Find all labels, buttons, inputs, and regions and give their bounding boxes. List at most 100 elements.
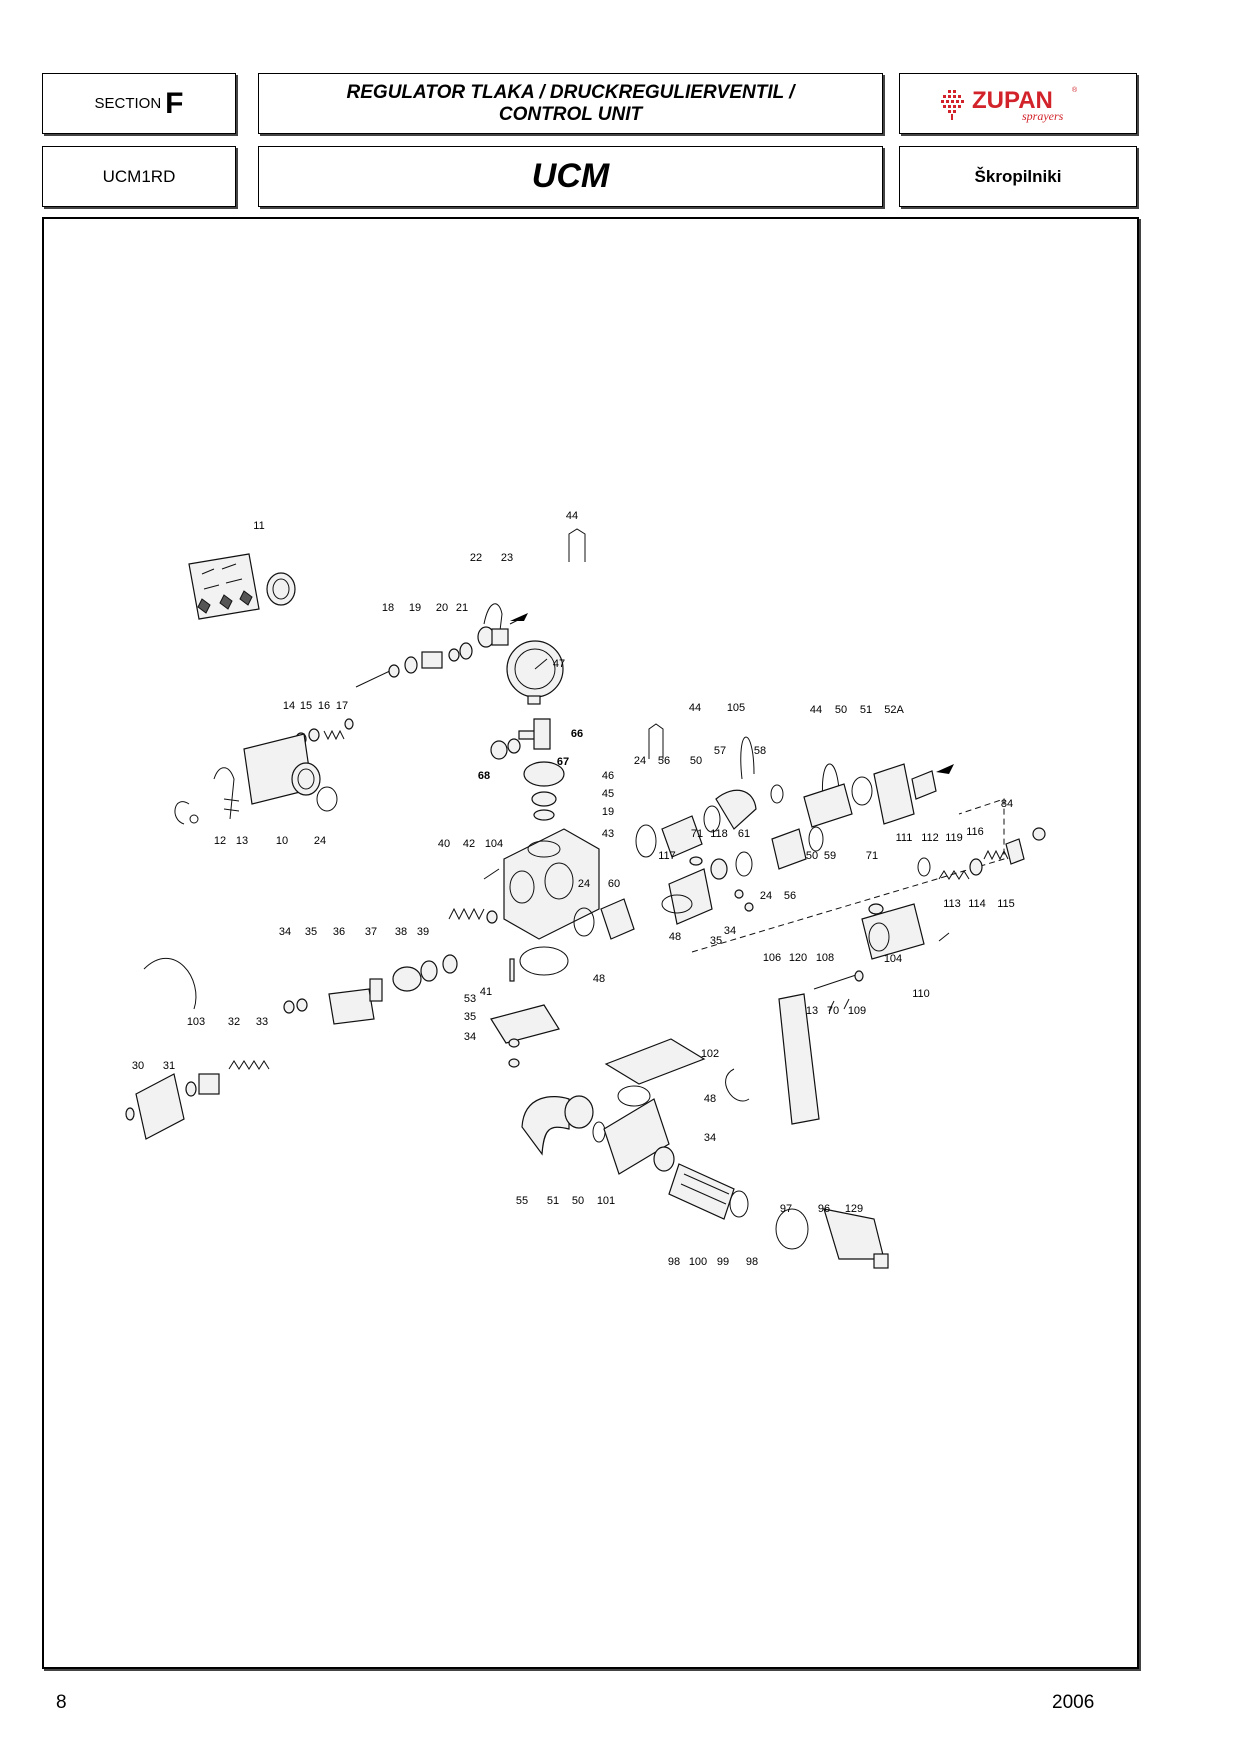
- plate-53: [490, 1004, 560, 1044]
- rod-assembly-18-21: [355, 642, 473, 688]
- part-label: 39: [417, 926, 429, 938]
- plate-102: [604, 1038, 706, 1085]
- pressure-gauge-47: [506, 640, 564, 705]
- section-word: SECTION: [94, 95, 162, 112]
- part-label: 12: [214, 835, 226, 847]
- model-box: UCM: [258, 146, 883, 207]
- part-label: 24: [314, 835, 326, 847]
- part-label: 60: [608, 878, 620, 890]
- nut-46: [523, 761, 565, 787]
- section-box: SECTION F: [42, 73, 236, 134]
- nozzle-52A: [911, 770, 937, 800]
- part-label: 71: [691, 828, 703, 840]
- part-label: 41: [480, 986, 492, 998]
- part-label: 51: [547, 1195, 559, 1207]
- part-label: 34: [704, 1132, 716, 1144]
- part-label: 35: [464, 1011, 476, 1023]
- fitting-60: [600, 898, 635, 940]
- title-line-2: CONTROL UNIT: [498, 103, 643, 125]
- part-label: 46: [602, 770, 614, 782]
- part-label: 23: [501, 552, 513, 564]
- part-label: 61: [738, 828, 750, 840]
- part-label: 84: [1001, 798, 1013, 810]
- part-label: 57: [714, 745, 726, 757]
- body-110: [861, 903, 925, 960]
- outlet-22-23: [477, 603, 528, 648]
- part-label: 10: [276, 835, 288, 847]
- part-label: 98: [668, 1256, 680, 1268]
- part-label: 34: [464, 1031, 476, 1043]
- part-label: 52A: [884, 704, 904, 716]
- model-code-box: UCM1RD: [42, 146, 236, 207]
- regulator-stack-34-39: [283, 954, 458, 1025]
- title-box: REGULATOR TLAKA / DRUCKREGULIERVENTIL / …: [258, 73, 883, 134]
- part-label: 110: [912, 988, 930, 1000]
- dashed-group-outline: [691, 798, 1005, 953]
- part-label: 24: [760, 890, 772, 902]
- model-code: UCM1RD: [102, 166, 176, 186]
- exploded-parts-diagram: 4411222318192021471415161766676846451943…: [125, 510, 1046, 1269]
- part-label: 31: [163, 1060, 175, 1072]
- part-label: 19: [602, 806, 614, 818]
- part-label: 51: [860, 704, 872, 716]
- part-label: 50: [690, 755, 702, 767]
- part-label: 56: [784, 890, 796, 902]
- part-label: 116: [966, 826, 984, 838]
- part-label: 11: [253, 520, 264, 532]
- part-label: 50: [835, 704, 847, 716]
- part-label: 34: [279, 926, 291, 938]
- category-box: Škropilniki: [899, 146, 1137, 207]
- oring-24: [573, 907, 595, 937]
- part-label: 68: [478, 770, 490, 782]
- part-label: 109: [848, 1005, 866, 1017]
- part-label: 71: [866, 850, 878, 862]
- clip-44b: [648, 723, 664, 759]
- part-label: 18: [382, 602, 394, 614]
- union-51: [873, 763, 915, 825]
- knob-assembly-30-33: [125, 1060, 270, 1140]
- filter-100: [668, 1163, 735, 1220]
- part-label: 30: [132, 1060, 144, 1072]
- elbow-55: [521, 1096, 570, 1156]
- logo-box: ZUPAN sprayers ®: [899, 73, 1137, 134]
- part-label: 66: [571, 728, 583, 740]
- valve-body-43: [503, 828, 600, 940]
- logo-sub: sprayers: [1022, 109, 1064, 123]
- part-label: 44: [810, 704, 822, 716]
- logo-brand: ZUPAN: [972, 87, 1053, 114]
- lever-106: [778, 993, 820, 1125]
- model-name: UCM: [531, 157, 610, 195]
- part-label: 50: [806, 850, 818, 862]
- part-label: 96: [818, 1203, 830, 1215]
- part-label: 70: [827, 1005, 839, 1017]
- part-label: 48: [593, 973, 605, 985]
- part-label: 117: [658, 850, 676, 862]
- part-label: 36: [333, 926, 345, 938]
- part-label: 22: [470, 552, 482, 564]
- part-label: 48: [704, 1093, 716, 1105]
- part-label: 37: [365, 926, 377, 938]
- year: 2006: [1052, 1692, 1095, 1713]
- part-label: 13: [236, 835, 248, 847]
- part-label: 59: [824, 850, 836, 862]
- part-label: 17: [336, 700, 348, 712]
- manifold-11: [188, 553, 296, 620]
- fitting-56: [661, 815, 703, 858]
- part-label: 106: [763, 952, 781, 964]
- part-label: 50: [572, 1195, 584, 1207]
- part-label: 14: [283, 700, 295, 712]
- part-label: 16: [318, 700, 330, 712]
- part-label: 44: [689, 702, 701, 714]
- part-label: 21: [456, 602, 468, 614]
- section-letter: F: [165, 86, 184, 120]
- part-label: 129: [845, 1203, 863, 1215]
- part-label: 58: [754, 745, 766, 757]
- part-label: 99: [717, 1256, 729, 1268]
- part-label: 118: [710, 828, 728, 840]
- part-label: 98: [746, 1256, 758, 1268]
- part-label: 42: [463, 838, 475, 850]
- part-label: 48: [669, 931, 681, 943]
- part-label: 97: [780, 1203, 792, 1215]
- part-label: 120: [789, 952, 807, 964]
